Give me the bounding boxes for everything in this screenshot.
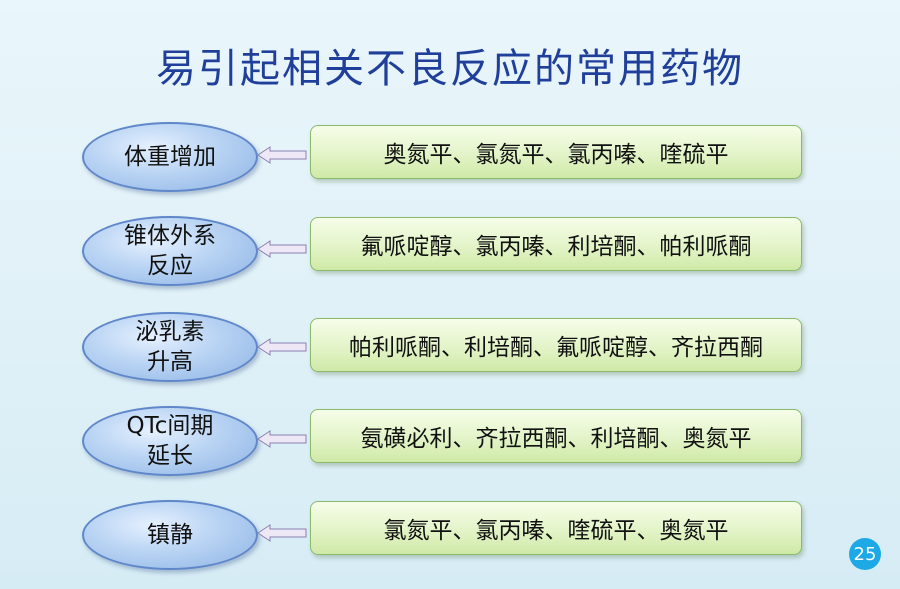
- effect-ellipse: 镇静: [82, 500, 258, 570]
- arrow-left-icon: [257, 240, 307, 258]
- arrow-left-icon: [257, 146, 307, 164]
- effect-label-line2: 延长: [146, 443, 193, 469]
- page-number-badge: 25: [849, 538, 881, 570]
- drug-list-text: 氨磺必利、齐拉西酮、利培酮、奥氮平: [360, 426, 752, 452]
- drug-list-text: 帕利哌酮、利培酮、氟哌啶醇、齐拉西酮: [349, 335, 763, 361]
- arrow-left-icon: [257, 524, 307, 542]
- effect-label-line1: 泌乳素: [135, 319, 205, 345]
- effect-label-line2: 升高: [147, 349, 193, 375]
- drug-list-box: 帕利哌酮、利培酮、氟哌啶醇、齐拉西酮: [310, 318, 802, 372]
- effect-label-line2: 反应: [147, 253, 193, 279]
- arrow-left-icon: [257, 338, 307, 356]
- drug-list-text: 氯氮平、氯丙嗪、喹硫平、奥氮平: [383, 518, 729, 544]
- row-qtc: QTc间期 延长 氨磺必利、齐拉西酮、利培酮、奥氮平: [0, 402, 900, 482]
- effect-ellipse: QTc间期 延长: [82, 406, 258, 476]
- drug-list-box: 氟哌啶醇、氯丙嗪、利培酮、帕利哌酮: [310, 217, 802, 271]
- drug-list-box: 氨磺必利、齐拉西酮、利培酮、奥氮平: [310, 409, 802, 463]
- row-sedation: 镇静 氯氮平、氯丙嗪、喹硫平、奥氮平: [0, 496, 900, 576]
- effect-label-line1: QTc间期: [126, 413, 214, 439]
- arrow-left-icon: [257, 430, 307, 448]
- drug-list-text: 氟哌啶醇、氯丙嗪、利培酮、帕利哌酮: [360, 234, 752, 260]
- drug-list-text: 奥氮平、氯氮平、氯丙嗪、喹硫平: [383, 142, 729, 168]
- drug-list-box: 奥氮平、氯氮平、氯丙嗪、喹硫平: [310, 125, 802, 179]
- effect-ellipse: 体重增加: [82, 122, 258, 192]
- drug-list-box: 氯氮平、氯丙嗪、喹硫平、奥氮平: [310, 501, 802, 555]
- row-extrapyramidal: 锥体外系 反应 氟哌啶醇、氯丙嗪、利培酮、帕利哌酮: [0, 212, 900, 292]
- effect-label: 体重增加: [124, 144, 216, 170]
- row-weight-gain: 体重增加 奥氮平、氯氮平、氯丙嗪、喹硫平: [0, 118, 900, 198]
- effect-ellipse: 锥体外系 反应: [82, 216, 258, 286]
- effect-ellipse: 泌乳素 升高: [82, 312, 258, 382]
- effect-label: 镇静: [147, 522, 193, 548]
- slide-title: 易引起相关不良反应的常用药物: [156, 46, 744, 92]
- effect-label-line1: 锥体外系: [124, 223, 216, 249]
- row-prolactin: 泌乳素 升高 帕利哌酮、利培酮、氟哌啶醇、齐拉西酮: [0, 308, 900, 388]
